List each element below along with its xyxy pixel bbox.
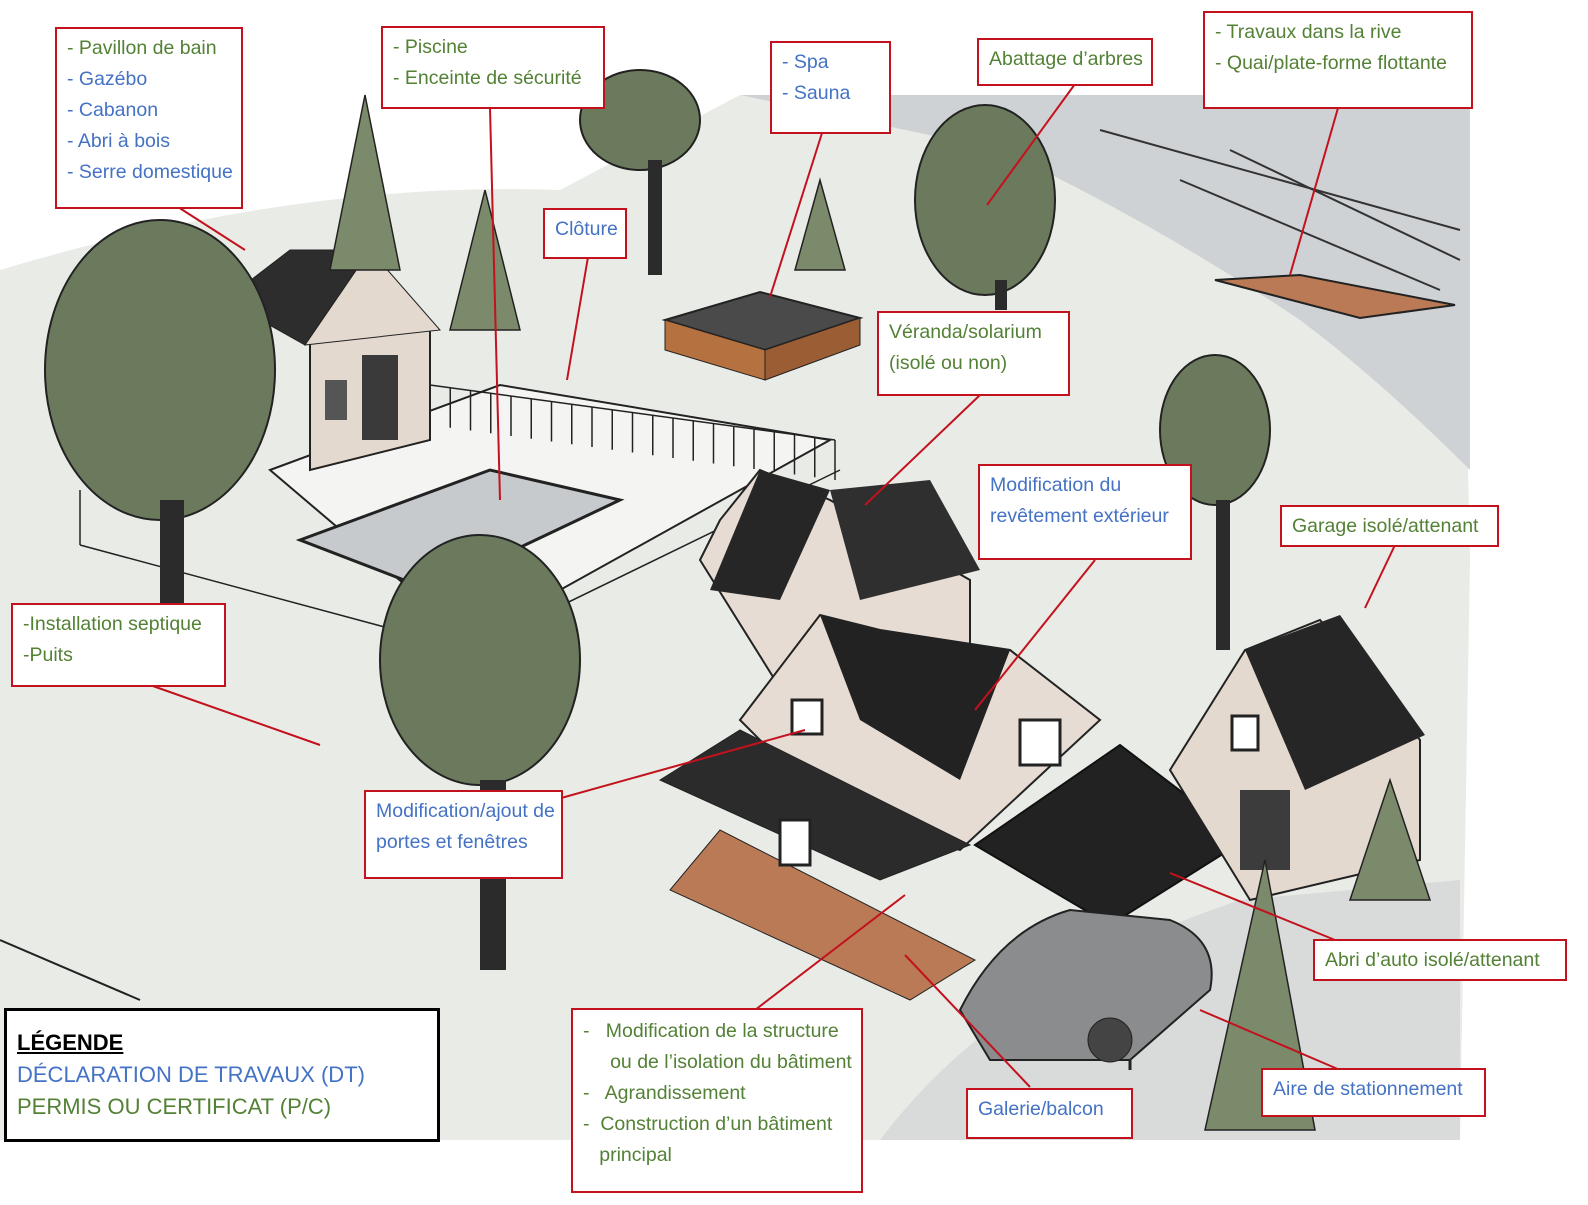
callout-line: -Installation septique: [23, 613, 202, 635]
callout-line: Abri d’auto isolé/attenant: [1325, 949, 1540, 971]
pool-water: [295, 468, 625, 592]
callout-line: principal: [583, 1144, 672, 1166]
callout-line: - Travaux dans la rive: [1215, 21, 1402, 43]
pool-house: [224, 249, 442, 472]
callout-line: - Piscine: [393, 36, 468, 58]
callout-line: - Spa: [782, 51, 829, 73]
callout-line: Clôture: [555, 218, 618, 240]
callout-line: Modification du: [990, 474, 1122, 496]
callout-stationnement: Aire de stationnement: [1261, 1068, 1486, 1117]
legend-dt: DÉCLARATION DE TRAVAUX (DT): [17, 1062, 365, 1087]
callout-line: - Cabanon: [67, 99, 159, 121]
callout-line: revêtement extérieur: [990, 505, 1169, 527]
callout-portes: Modification/ajout de portes et fenêtres: [364, 790, 563, 879]
callout-line: - Sauna: [782, 82, 851, 104]
callout-line: Véranda/solarium: [889, 321, 1042, 343]
lake: [740, 95, 1470, 470]
callout-piscine: - Piscine - Enceinte de sécurité: [381, 26, 605, 109]
lake-lines: [1099, 129, 1461, 291]
hot-tub: [661, 290, 864, 381]
callout-abattage: Abattage d’arbres: [977, 38, 1153, 86]
callout-spa: - Spa - Sauna: [770, 41, 891, 134]
callout-travaux-rive: - Travaux dans la rive - Quai/plate-form…: [1203, 11, 1473, 109]
callout-structure: - Modification de la structure ou de l’i…: [571, 1008, 863, 1193]
callout-line: Abattage d’arbres: [989, 48, 1143, 70]
road-edge: [0, 939, 141, 1001]
callout-line: - Construction d’un bâtiment: [583, 1113, 833, 1135]
callout-revetement: Modification du revêtement extérieur: [978, 464, 1192, 560]
callout-septique: -Installation septique -Puits: [11, 603, 226, 687]
conifers: [329, 94, 1432, 1131]
callout-line: - Pavillon de bain: [67, 37, 217, 59]
callout-cloture: Clôture: [543, 208, 627, 259]
callout-line: - Gazébo: [67, 68, 148, 90]
legend-title: LÉGENDE: [17, 1030, 124, 1055]
callout-line: Aire de stationnement: [1273, 1078, 1463, 1100]
callout-pavillon: - Pavillon de bain - Gazébo - Cabanon - …: [55, 27, 243, 209]
callout-line: - Quai/plate-forme flottante: [1215, 52, 1447, 74]
callout-line: - Serre domestique: [67, 161, 233, 183]
legend-pc: PERMIS OU CERTIFICAT (P/C): [17, 1094, 332, 1119]
callout-line: - Enceinte de sécurité: [393, 67, 582, 89]
callout-line: -Puits: [23, 644, 73, 666]
garage: [1168, 615, 1425, 902]
callout-garage: Garage isolé/attenant: [1280, 505, 1499, 547]
trees: [44, 69, 1271, 786]
callout-line: Galerie/balcon: [978, 1098, 1104, 1120]
callout-line: - Modification de la structure: [583, 1020, 839, 1042]
callout-line: portes et fenêtres: [376, 831, 528, 853]
callout-line: Modification/ajout de: [376, 800, 555, 822]
main-house: [658, 468, 1102, 1001]
callout-line: - Abri à bois: [67, 130, 170, 152]
car: [958, 908, 1213, 1063]
callout-line: - Agrandissement: [583, 1082, 746, 1104]
callout-line: (isolé ou non): [889, 352, 1008, 374]
floating-dock: [1214, 273, 1456, 320]
callout-leaders: [149, 83, 1396, 1088]
legend-box: LÉGENDE DÉCLARATION DE TRAVAUX (DT) PERM…: [4, 1008, 440, 1142]
callout-line: Garage isolé/attenant: [1292, 515, 1479, 537]
callout-galerie: Galerie/balcon: [966, 1088, 1133, 1139]
callout-veranda: Véranda/solarium (isolé ou non): [877, 311, 1070, 396]
callout-abri-auto: Abri d’auto isolé/attenant: [1313, 939, 1567, 981]
callout-line: ou de l’isolation du bâtiment: [583, 1051, 852, 1073]
